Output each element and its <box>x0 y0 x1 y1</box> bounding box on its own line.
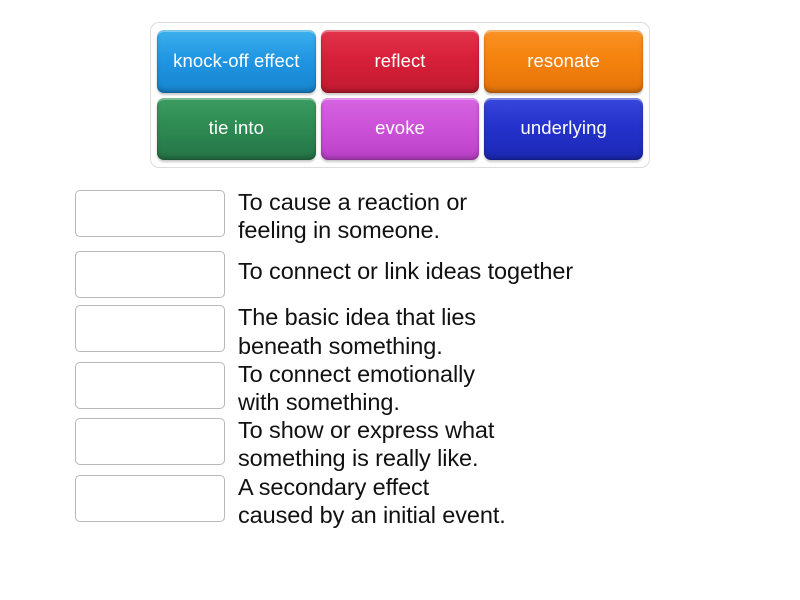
question-row: To connect or link ideas together <box>75 249 775 299</box>
question-row: A secondary effect caused by an initial … <box>75 473 775 529</box>
answer-drop-box-6[interactable] <box>75 474 225 522</box>
word-bank-row-1: knock-off effect reflect resonate <box>157 30 644 93</box>
word-tile-knock-off-effect[interactable]: knock-off effect <box>157 30 316 93</box>
word-tile-label: underlying <box>520 117 607 139</box>
word-tile-label: knock-off effect <box>173 49 300 71</box>
answer-drop-box-5[interactable] <box>75 418 225 466</box>
question-list: To cause a reaction or feeling in someon… <box>75 188 775 529</box>
word-bank-row-2: tie into evoke underlying <box>157 97 644 160</box>
word-tile-underlying[interactable]: underlying <box>484 97 644 160</box>
answer-drop-box-3[interactable] <box>75 305 225 353</box>
word-tile-label: evoke <box>375 117 425 139</box>
answer-drop-box-1[interactable] <box>75 190 225 237</box>
word-tile-evoke[interactable]: evoke <box>320 97 480 160</box>
question-row: The basic idea that lies beneath somethi… <box>75 303 775 359</box>
definition-text-3: The basic idea that lies beneath somethi… <box>238 304 476 359</box>
word-tile-label: reflect <box>374 49 426 71</box>
word-tile-resonate[interactable]: resonate <box>484 30 644 93</box>
question-row: To cause a reaction or feeling in someon… <box>75 188 775 244</box>
definition-text-5: To show or express what something is rea… <box>238 417 495 472</box>
definition-text-6: A secondary effect caused by an initial … <box>238 473 506 528</box>
word-tile-label: resonate <box>527 49 601 71</box>
definition-text-2: To connect or link ideas together <box>238 258 574 285</box>
word-tile-label: tie into <box>208 117 264 139</box>
answer-drop-box-4[interactable] <box>75 361 225 409</box>
question-row: To show or express what something is rea… <box>75 416 775 472</box>
word-tile-tie-into[interactable]: tie into <box>157 97 316 160</box>
word-bank-tray: knock-off effect reflect resonate tie in… <box>150 22 650 168</box>
definition-text-1: To cause a reaction or feeling in someon… <box>238 189 468 244</box>
word-tile-reflect[interactable]: reflect <box>320 30 480 93</box>
answer-drop-box-2[interactable] <box>75 251 225 299</box>
definition-text-4: To connect emotionally with something. <box>238 360 475 415</box>
question-row: To connect emotionally with something. <box>75 360 775 416</box>
